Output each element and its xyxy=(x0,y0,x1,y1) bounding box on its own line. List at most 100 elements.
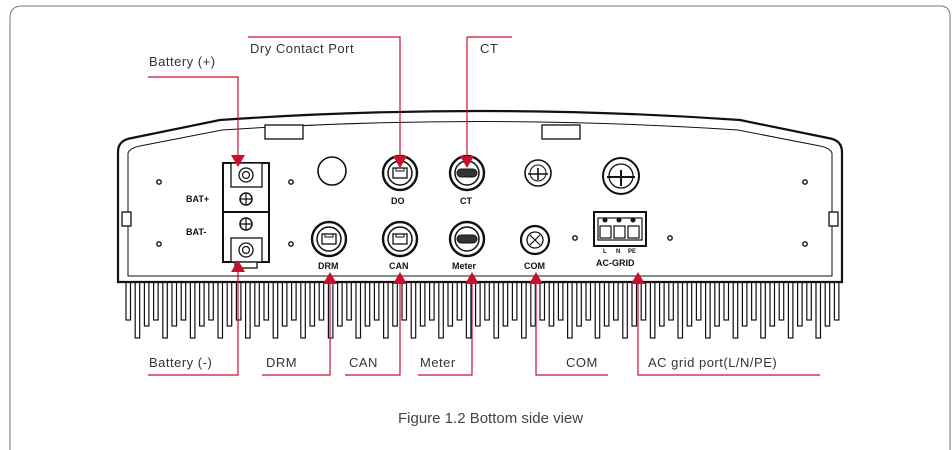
heatsink-fin xyxy=(373,279,380,321)
heatsink-fin xyxy=(530,279,536,327)
label-ac-grid-port: AC grid port(L/N/PE) xyxy=(648,355,777,370)
heatsink-fin xyxy=(815,279,822,339)
inverter-body xyxy=(116,109,844,284)
heatsink-fin xyxy=(199,279,205,327)
heatsink-fin xyxy=(566,279,573,339)
label-battery-plus: Battery (+) xyxy=(149,54,216,69)
dry-contact-leader xyxy=(248,36,401,158)
heatsink-fin xyxy=(502,279,509,327)
label-dry-contact-port: Dry Contact Port xyxy=(250,41,354,56)
do-marking: DO xyxy=(391,196,405,206)
heatsink-fin xyxy=(833,279,840,321)
heatsink-fin xyxy=(548,279,555,327)
label-can: CAN xyxy=(349,355,378,370)
heatsink-fin xyxy=(281,279,288,327)
heatsink-fin xyxy=(153,279,159,321)
heatsink-fin xyxy=(796,279,803,327)
heatsink-fin xyxy=(760,279,766,339)
heatsink-fin xyxy=(272,279,279,339)
heatsink-fin xyxy=(143,279,150,327)
heatsink-fin xyxy=(263,279,270,321)
heatsink-fin xyxy=(723,279,730,321)
side-slot-right xyxy=(828,211,839,227)
heatsink-fin xyxy=(235,279,242,321)
heatsink-fin xyxy=(245,279,251,339)
heatsink-fin xyxy=(475,279,481,327)
heatsink-fin xyxy=(401,279,408,321)
ct-marking: CT xyxy=(460,196,472,206)
ac-grid-marking: AC-GRID xyxy=(596,258,635,268)
heatsink-fin xyxy=(419,279,426,327)
meter-leader xyxy=(418,282,473,376)
heatsink-fin xyxy=(557,279,564,321)
ac-l-marking: L xyxy=(603,249,607,255)
heatsink-fin xyxy=(695,279,702,321)
heatsink-fin xyxy=(631,279,638,327)
heatsink-fin xyxy=(189,279,196,339)
heatsink-fin xyxy=(226,279,233,327)
heatsink-fin xyxy=(686,279,693,327)
heatsink-fin xyxy=(493,279,500,339)
heatsink-fin xyxy=(520,279,527,339)
heatsink-fin xyxy=(291,279,297,321)
heatsink-fin xyxy=(824,279,831,327)
heatsink-fin xyxy=(327,279,334,339)
heatsink-fin xyxy=(612,279,619,321)
heatsink-fin xyxy=(318,279,325,321)
heatsink-fin xyxy=(383,279,389,339)
ct-port: CT xyxy=(448,154,486,206)
heatsink-fin xyxy=(649,279,656,339)
heatsink-fin xyxy=(511,279,518,321)
com-marking: COM xyxy=(524,261,545,271)
label-com: COM xyxy=(566,355,598,370)
heatsink-fin xyxy=(668,279,674,321)
heatsink-fin xyxy=(429,279,435,321)
drm-marking: DRM xyxy=(318,261,339,271)
ac-grid-connector: L N PE AC-GRID xyxy=(593,211,647,268)
blank-plug xyxy=(317,156,347,186)
heatsink-fin xyxy=(585,279,592,321)
heatsink-fin xyxy=(732,279,739,339)
bat-plus-marking: BAT+ xyxy=(186,194,209,204)
mounting-tab-left xyxy=(264,124,304,140)
callout-lines xyxy=(148,36,820,376)
ct-leader xyxy=(466,36,512,158)
heatsink-fin xyxy=(171,279,178,327)
battery-terminal-block: BAT+ BAT- xyxy=(186,162,270,269)
heatsink-fin xyxy=(134,279,141,339)
bat-minus-marking: BAT- xyxy=(186,227,206,237)
ac-n-marking: N xyxy=(616,249,620,255)
heatsink-fin xyxy=(447,279,454,327)
heatsink-fin xyxy=(346,279,352,321)
heatsink-fins xyxy=(125,279,840,339)
heatsink-fin xyxy=(622,279,628,339)
can-marking: CAN xyxy=(389,261,409,271)
heatsink-fin xyxy=(539,279,546,321)
vent-valve-large xyxy=(602,157,640,195)
ac-grid-leader xyxy=(637,282,820,376)
heatsink-fin xyxy=(658,279,665,327)
heatsink-fin xyxy=(364,279,371,327)
vent-valve-small xyxy=(524,159,552,187)
do-port: DO xyxy=(381,154,419,206)
heatsink-fin xyxy=(180,279,187,321)
heatsink-fin xyxy=(769,279,776,327)
heatsink-fin xyxy=(806,279,812,321)
heatsink-fin xyxy=(300,279,306,339)
heatsink-fin xyxy=(162,279,168,339)
heatsink-fin xyxy=(750,279,757,321)
heatsink-fin xyxy=(355,279,362,339)
heatsink-fin xyxy=(438,279,444,339)
heatsink-fin xyxy=(576,279,582,327)
side-slot-left xyxy=(121,211,132,227)
battery-plus-leader xyxy=(148,76,239,157)
heatsink-fin xyxy=(208,279,214,321)
heatsink-fin xyxy=(217,279,224,339)
figure-border xyxy=(9,5,951,450)
heatsink-fin xyxy=(410,279,417,339)
can-leader xyxy=(345,282,401,376)
heatsink-fin xyxy=(392,279,398,327)
heatsink-fin xyxy=(603,279,610,327)
